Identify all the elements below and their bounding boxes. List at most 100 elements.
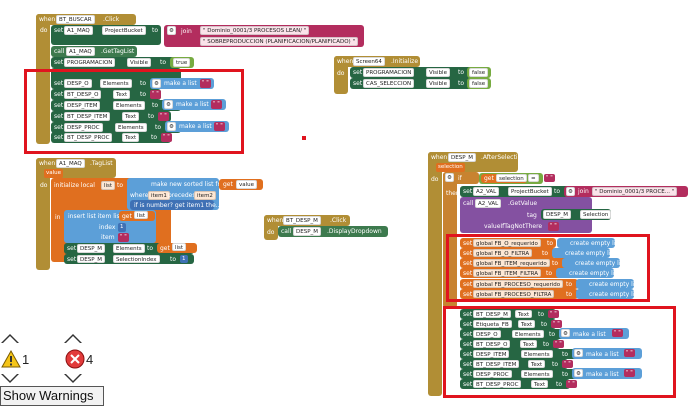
local-variable-name[interactable]: list xyxy=(101,181,116,190)
component-dropdown[interactable]: DESP_M xyxy=(448,153,477,162)
text-empty[interactable]: " " xyxy=(544,174,555,182)
set-cas-seleccion-visible-false[interactable] xyxy=(350,78,490,89)
property-dropdown[interactable]: Text xyxy=(518,320,536,328)
variable-dropdown[interactable]: value xyxy=(236,180,258,189)
warning-prev-arrow-icon[interactable] xyxy=(1,334,19,343)
set-programacion-visible[interactable] xyxy=(51,57,181,68)
text-empty[interactable]: " " xyxy=(200,79,211,88)
error-next-arrow-icon[interactable] xyxy=(64,374,82,383)
property-dropdown[interactable]: Text xyxy=(122,112,140,121)
property-dropdown[interactable]: Elements xyxy=(113,101,145,110)
component-dropdown[interactable]: Etiqueta_FB xyxy=(473,320,512,328)
gear-icon[interactable]: ⚙ xyxy=(152,79,161,88)
property-dropdown[interactable]: Visible xyxy=(426,79,450,88)
gear-icon[interactable]: ⚙ xyxy=(167,26,176,35)
event-parameter[interactable]: value xyxy=(44,169,64,178)
set-bt-desp-item-text[interactable] xyxy=(51,111,171,122)
set-programacion-visible-false[interactable] xyxy=(350,67,490,78)
boolean-dropdown[interactable]: false xyxy=(469,68,489,77)
text-string[interactable]: " Dominio_0001/3 PROCE... " xyxy=(592,187,678,196)
gear-icon[interactable]: ⚙ xyxy=(574,369,583,377)
variable-dropdown[interactable]: selection xyxy=(496,174,527,182)
property-dropdown[interactable]: Visible xyxy=(426,68,450,77)
component-dropdown[interactable]: BT_DESP_O xyxy=(64,90,102,99)
gear-icon[interactable]: ⚙ xyxy=(561,329,570,337)
text-empty[interactable]: " " xyxy=(158,112,169,121)
text-empty[interactable]: " " xyxy=(553,340,564,348)
property-dropdown[interactable]: ProjectBucket xyxy=(508,187,552,196)
global-variable-dropdown[interactable]: global FB_O_FILTRA xyxy=(473,249,533,257)
component-dropdown[interactable]: DESP_PROC xyxy=(473,370,512,378)
global-variable-dropdown[interactable]: global FB_ITEM_requerido xyxy=(473,259,550,267)
component-dropdown[interactable]: A1_MAQ xyxy=(56,159,85,168)
text-empty[interactable]: " " xyxy=(551,320,562,328)
get-desp-m-selection[interactable] xyxy=(541,209,611,220)
property-dropdown[interactable]: Selection xyxy=(580,210,612,219)
make-a-list-block[interactable] xyxy=(559,328,629,339)
text-empty[interactable]: " " xyxy=(214,122,225,131)
text-empty[interactable]: " " xyxy=(161,133,172,142)
component-dropdown[interactable]: A1_MAQ xyxy=(64,26,93,35)
number-index[interactable]: 1 xyxy=(118,223,126,232)
component-dropdown[interactable]: Screen64 xyxy=(353,57,385,66)
component-dropdown[interactable]: DESP_M xyxy=(543,210,572,219)
global-variable-dropdown[interactable]: global FB_ITEM_FILTRA xyxy=(473,269,541,277)
show-warnings-button[interactable]: Show Warnings xyxy=(0,386,104,406)
gear-icon[interactable]: ⚙ xyxy=(566,187,575,196)
call-displaydropdown[interactable] xyxy=(278,226,388,237)
text-empty[interactable]: " " xyxy=(548,310,559,318)
create-empty-list-block[interactable] xyxy=(576,289,634,299)
component-dropdown[interactable]: PROGRAMACION xyxy=(363,68,415,77)
component-dropdown[interactable]: CAS_SELECCION xyxy=(363,79,415,88)
boolean-dropdown[interactable]: true xyxy=(173,58,191,67)
component-dropdown[interactable]: A2_VAL xyxy=(475,199,502,208)
component-dropdown[interactable]: DESP_PROC xyxy=(64,123,103,132)
event-block-desp-m-afterselecting[interactable] xyxy=(428,152,442,396)
create-empty-list-block[interactable] xyxy=(556,268,614,278)
component-dropdown[interactable]: BT_DESP_PROC xyxy=(64,133,113,142)
property-dropdown[interactable]: Elements xyxy=(521,350,553,358)
property-dropdown[interactable]: Text xyxy=(113,90,131,99)
component-dropdown[interactable]: A1_MAQ xyxy=(66,47,95,56)
set-desp-item-elements-2[interactable] xyxy=(460,349,578,359)
error-prev-arrow-icon[interactable] xyxy=(64,334,82,343)
variable-dropdown[interactable]: list xyxy=(172,243,187,251)
text-empty[interactable]: " " xyxy=(211,100,222,109)
component-dropdown[interactable]: DESP_O xyxy=(64,79,92,88)
text-empty[interactable]: " " xyxy=(150,90,161,99)
component-dropdown[interactable]: BT_DESP_M xyxy=(473,310,511,318)
gear-icon[interactable]: ⚙ xyxy=(167,122,176,131)
text-empty[interactable]: " " xyxy=(624,369,635,377)
gear-icon[interactable]: ⚙ xyxy=(445,173,454,182)
operator-dropdown[interactable]: = xyxy=(528,174,539,182)
make-a-list-block[interactable] xyxy=(162,99,226,110)
event-block-a1-taglist[interactable] xyxy=(36,158,50,270)
text-string[interactable]: " Dominio_0001/3 PROCESOS LEAN/ " xyxy=(200,26,310,35)
set-desp-proc-elements-2[interactable] xyxy=(460,369,578,379)
property-dropdown[interactable]: Elements xyxy=(100,79,132,88)
component-dropdown[interactable]: BT_DESP_ITEM xyxy=(473,360,520,368)
make-a-list-block[interactable] xyxy=(165,121,229,132)
make-a-list-block[interactable] xyxy=(150,78,214,89)
variable-dropdown[interactable]: list xyxy=(134,211,149,219)
property-dropdown[interactable]: Visible xyxy=(127,58,151,67)
component-dropdown[interactable]: A2_VAL xyxy=(473,187,500,196)
property-dropdown[interactable]: Text xyxy=(531,380,549,388)
create-empty-list-block[interactable] xyxy=(552,248,610,258)
component-dropdown[interactable]: BT_DESP_M xyxy=(283,216,321,225)
number-index[interactable]: 1 xyxy=(180,255,188,263)
component-dropdown[interactable]: DESP_M xyxy=(77,255,106,263)
property-dropdown[interactable]: ProjectBucket xyxy=(102,26,146,35)
property-dropdown[interactable]: Elements xyxy=(512,330,544,338)
component-dropdown[interactable]: DESP_M xyxy=(293,227,322,236)
gear-icon[interactable]: ⚙ xyxy=(574,349,583,357)
text-empty[interactable]: " " xyxy=(612,329,623,337)
item2-parameter[interactable]: item2 xyxy=(194,191,216,200)
create-empty-list-block[interactable] xyxy=(557,238,615,248)
boolean-dropdown[interactable]: false xyxy=(469,79,489,88)
make-a-list-block[interactable] xyxy=(572,348,642,359)
component-dropdown[interactable]: DESP_M xyxy=(77,244,106,253)
property-dropdown[interactable]: Elements xyxy=(115,123,147,132)
event-parameter[interactable]: selection xyxy=(436,163,465,172)
make-a-list-block[interactable] xyxy=(572,368,642,379)
